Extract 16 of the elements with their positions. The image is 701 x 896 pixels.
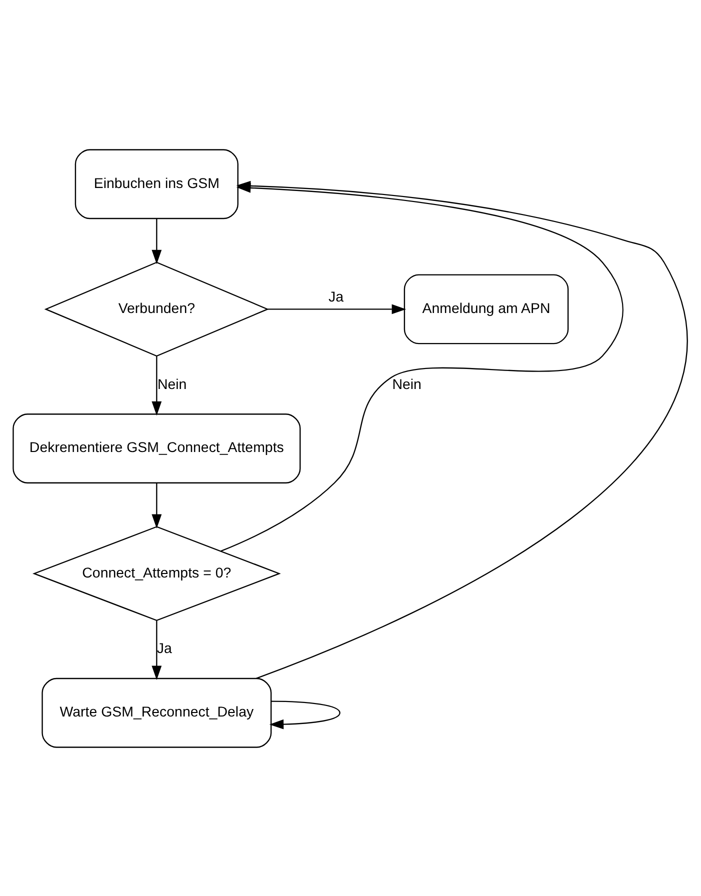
node-box: Anmeldung am APN — [404, 274, 569, 344]
arrow — [152, 218, 162, 264]
node-diamond: Connect_Attempts = 0? — [32, 526, 281, 621]
node-box: Dekrementiere GSM_Connect_Attempts — [12, 413, 301, 483]
node-diamond: Verbunden? — [44, 261, 270, 356]
edge-label: Ja — [328, 289, 344, 306]
arrow — [152, 356, 162, 416]
arrow — [152, 620, 162, 680]
edge-label: Ja — [156, 640, 172, 657]
arrow — [152, 482, 162, 528]
node-box: Warte GSM_Reconnect_Delay — [42, 677, 272, 748]
edge-label: Nein — [157, 376, 187, 392]
edge-label: Nein — [392, 376, 422, 392]
arrow — [268, 304, 406, 314]
node-box: Einbuchen ins GSM — [74, 148, 238, 219]
arrow — [269, 700, 340, 729]
